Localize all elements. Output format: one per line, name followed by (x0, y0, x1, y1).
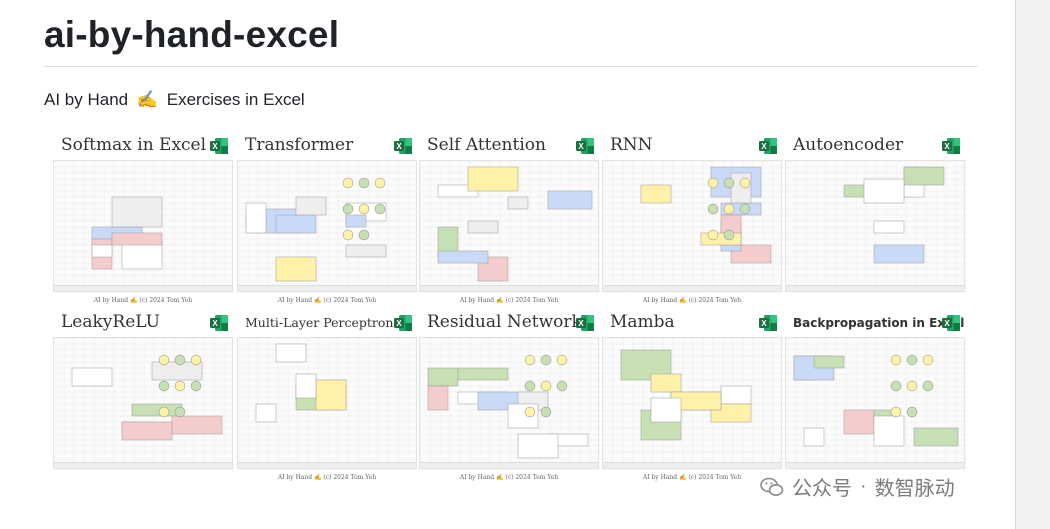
watermark: 公众号 · 数智脉动 (760, 472, 955, 501)
card-title: Softmax in Excel (61, 135, 207, 155)
card-title: Transformer (245, 135, 354, 155)
svg-text:X: X (396, 319, 402, 328)
card-credit: AI by Hand ✍ (c) 2024 Tom Yeh (277, 297, 377, 304)
spreadsheet-preview-graphic (785, 337, 967, 471)
spreadsheet-thumbnail (419, 160, 601, 294)
excel-icon: X (759, 138, 777, 154)
excel-icon: X (942, 138, 960, 154)
svg-text:X: X (761, 142, 767, 151)
card-credit: AI by Hand ✍ (c) 2024 Tom Yeh (93, 297, 193, 304)
spreadsheet-thumbnail (53, 160, 235, 294)
exercise-card[interactable]: Autoencoder X (783, 134, 967, 306)
excel-icon: X (576, 315, 594, 331)
sheet-tabs (420, 285, 598, 291)
spreadsheet-thumbnail (785, 337, 967, 471)
spreadsheet-thumbnail (785, 160, 967, 294)
exercise-card[interactable]: LeakyReLU X (51, 311, 235, 483)
excel-icon: X (210, 315, 228, 331)
excel-icon: X (210, 138, 228, 154)
card-header: Transformer X (235, 134, 419, 160)
card-credit: AI by Hand ✍ (c) 2024 Tom Yeh (642, 297, 742, 304)
spreadsheet-preview-graphic (237, 337, 419, 471)
spreadsheet-thumbnail (237, 337, 419, 471)
spreadsheet-thumbnail (419, 337, 601, 471)
card-title: Mamba (610, 312, 675, 332)
svg-text:X: X (396, 142, 402, 151)
excel-icon: X (394, 138, 412, 154)
sheet-tabs (238, 285, 416, 291)
spreadsheet-thumbnail (602, 160, 784, 294)
card-header: Mamba X (600, 311, 784, 337)
exercise-card[interactable]: Softmax in Excel X AI by Hand ✍ (c) 2024 T… (51, 134, 235, 306)
svg-text:X: X (944, 142, 950, 151)
svg-text:X: X (212, 319, 218, 328)
card-title: Self Attention (427, 135, 546, 155)
spreadsheet-preview-graphic (419, 337, 601, 471)
watermark-dot: · (860, 475, 867, 497)
card-title: Autoencoder (793, 135, 904, 155)
page-subtitle: AI by Hand ✍️ Exercises in Excel (44, 90, 305, 110)
excel-icon: X (576, 138, 594, 154)
title-divider (44, 66, 978, 67)
card-credit: AI by Hand ✍ (c) 2024 Tom Yeh (642, 474, 742, 481)
svg-text:X: X (761, 319, 767, 328)
excel-icon: X (759, 315, 777, 331)
excel-icon: X (942, 315, 960, 331)
svg-text:X: X (944, 319, 950, 328)
writing-hand-icon: ✍️ (136, 90, 159, 109)
card-title: LeakyReLU (61, 312, 160, 332)
sheet-tabs (603, 462, 781, 468)
wechat-icon (760, 477, 784, 496)
spreadsheet-preview-graphic (602, 337, 784, 471)
card-header: Autoencoder X (783, 134, 967, 160)
sheet-tabs (54, 285, 232, 291)
card-credit: AI by Hand ✍ (c) 2024 Tom Yeh (277, 474, 377, 481)
card-header: Softmax in Excel X (51, 134, 235, 160)
page-title: ai-by-hand-excel (44, 14, 340, 55)
watermark-right: 数智脉动 (874, 478, 955, 500)
spreadsheet-thumbnail (237, 160, 419, 294)
excel-icon: X (394, 315, 412, 331)
card-title: Residual Network (427, 312, 582, 332)
card-title: Backpropagation in Excel (793, 316, 965, 330)
card-title: Multi-Layer Perceptron (245, 315, 394, 330)
card-header: LeakyReLU X (51, 311, 235, 337)
subtitle-suffix: Exercises in Excel (166, 90, 305, 109)
spreadsheet-thumbnail (53, 337, 235, 471)
spreadsheet-preview-graphic (419, 160, 601, 294)
card-credit: AI by Hand ✍ (c) 2024 Tom Yeh (459, 297, 559, 304)
spreadsheet-preview-graphic (53, 337, 235, 471)
card-credit: AI by Hand ✍ (c) 2024 Tom Yeh (459, 474, 559, 481)
watermark-left: 公众号 (792, 478, 852, 500)
exercise-card[interactable]: Mamba X AI by Hand ✍ (c) 2024 Tom Yeh (600, 311, 784, 483)
exercise-card[interactable]: Self Attention X AI by Hand ✍ (c) 2024 Tom… (417, 134, 601, 306)
card-header: RNN X (600, 134, 784, 160)
exercise-card[interactable]: RNN X AI by Hand ✍ (c) 2024 Tom Yeh (600, 134, 784, 306)
svg-text:X: X (578, 142, 584, 151)
spreadsheet-preview-graphic (53, 160, 235, 294)
spreadsheet-preview-graphic (602, 160, 784, 294)
spreadsheet-preview-graphic (237, 160, 419, 294)
exercise-card[interactable]: Transformer X AI by Hand ✍ (c) 2024 Tom Ye… (235, 134, 419, 306)
sheet-tabs (54, 462, 232, 468)
card-title: RNN (610, 135, 653, 155)
sheet-tabs (420, 462, 598, 468)
spreadsheet-preview-graphic (785, 160, 967, 294)
sheet-tabs (786, 285, 964, 291)
card-header: Self Attention X (417, 134, 601, 160)
spreadsheet-thumbnail (602, 337, 784, 471)
readme-page: ai-by-hand-excel AI by Hand ✍️ Exercises… (0, 0, 1016, 529)
svg-text:X: X (578, 319, 584, 328)
sheet-tabs (238, 462, 416, 468)
svg-text:X: X (212, 142, 218, 151)
subtitle-prefix: AI by Hand (44, 90, 129, 109)
sheet-tabs (786, 462, 964, 468)
sheet-tabs (603, 285, 781, 291)
